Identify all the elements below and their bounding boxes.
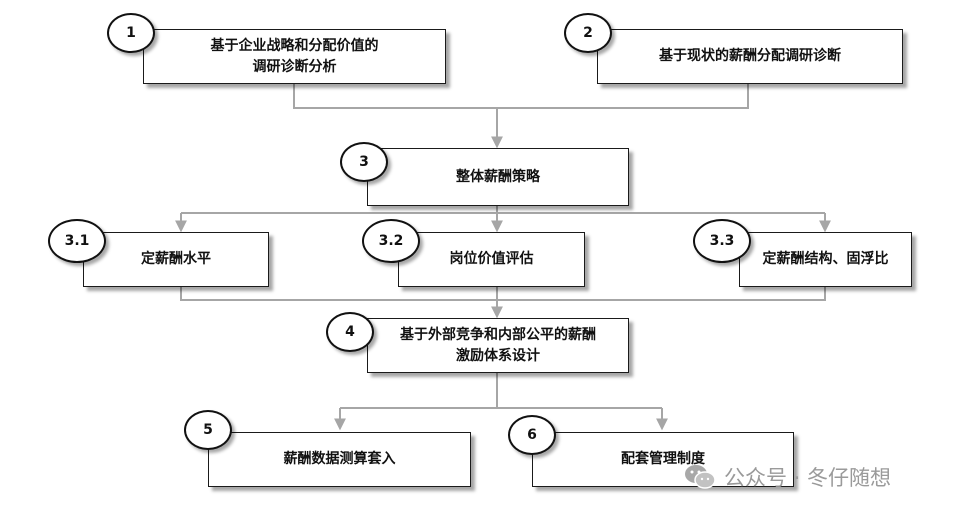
node-4-badge: 4 xyxy=(326,312,374,352)
node-2-badge: 2 xyxy=(564,13,612,53)
node-3-1-box: 定薪酬水平 xyxy=(83,232,269,287)
wechat-icon xyxy=(685,465,716,489)
node-3-3-label: 定薪酬结构、固浮比 xyxy=(762,251,889,267)
node-5-badge: 5 xyxy=(184,410,232,450)
node-2-box: 基于现状的薪酬分配调研诊断 xyxy=(597,29,903,84)
node-6-badge: 6 xyxy=(508,415,556,455)
node-3-1-label: 定薪酬水平 xyxy=(141,251,211,267)
node-3-1-badge: 3.1 xyxy=(48,219,106,263)
watermark-text: 公众号 · 冬仔随想 xyxy=(724,466,892,490)
node-6-label: 配套管理制度 xyxy=(621,451,705,467)
node-6-box: 配套管理制度 xyxy=(532,432,794,487)
node-3-2-box: 岗位价值评估 xyxy=(398,232,585,287)
node-3-2-badge: 3.2 xyxy=(362,219,420,263)
node-1-box: 基于企业战略和分配价值的 调研诊断分析 xyxy=(143,29,446,84)
node-3-3-box: 定薪酬结构、固浮比 xyxy=(739,232,912,287)
node-4-label: 基于外部竞争和内部公平的薪酬 激励体系设计 xyxy=(400,326,596,364)
watermark: 公众号 · 冬仔随想 xyxy=(684,462,891,492)
node-3-label: 整体薪酬策略 xyxy=(456,168,540,185)
connector-1-merge xyxy=(293,84,749,109)
node-1-label: 基于企业战略和分配价值的 调研诊断分析 xyxy=(210,37,379,75)
node-4-box: 基于外部竞争和内部公平的薪酬 激励体系设计 xyxy=(367,318,629,373)
node-2-label: 基于现状的薪酬分配调研诊断 xyxy=(659,48,841,64)
node-3-box: 整体薪酬策略 xyxy=(367,148,629,206)
node-3-badge: 3 xyxy=(340,142,388,182)
connector-3x-merge xyxy=(180,287,826,301)
node-1-badge: 1 xyxy=(107,13,155,53)
node-5-box: 薪酬数据测算套入 xyxy=(208,432,471,487)
node-3-3-badge: 3.3 xyxy=(693,219,751,263)
node-3-2-label: 岗位价值评估 xyxy=(449,251,534,267)
node-5-label: 薪酬数据测算套入 xyxy=(283,451,396,467)
